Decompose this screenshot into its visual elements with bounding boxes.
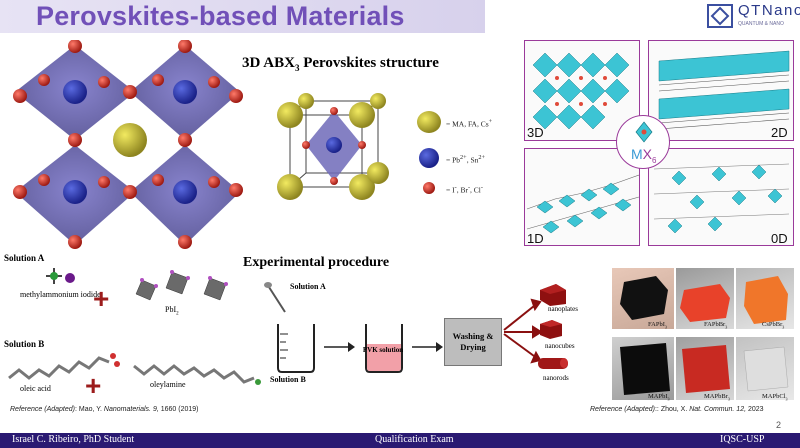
- logo-icon: [707, 4, 733, 28]
- beaker-pvk-solution-icon: [365, 324, 403, 373]
- page-number: 2: [776, 420, 782, 430]
- mx6-center-badge: MX6: [616, 115, 670, 169]
- arrow-to-washing: [412, 342, 443, 352]
- washing-drying-step: Washing & Drying: [444, 318, 502, 366]
- methylammonium-molecule-icon: [46, 268, 75, 284]
- panel-1d: 1D: [524, 148, 640, 246]
- panel-2d-label: 2D: [771, 125, 788, 140]
- experimental-heading: Experimental procedure: [243, 255, 390, 270]
- 3d-network-image: [532, 52, 630, 130]
- panel-2d: 2D: [648, 40, 794, 141]
- caption-fapbi3: FAPbI3: [648, 321, 667, 330]
- legend-a-site: = MA, FA, Cs+: [446, 118, 493, 129]
- caption-mapbi3: MAPbI3: [648, 393, 670, 402]
- photo-mapbbr3: [676, 337, 734, 400]
- octahedron-icon: [635, 121, 653, 143]
- panel-3d: 3D: [524, 40, 640, 141]
- solution-a-title: Solution A: [4, 253, 45, 263]
- nanocubes-label: nanocubes: [545, 342, 575, 350]
- 1d-chains-image: [526, 174, 639, 234]
- structure-heading: 3D ABX3 Perovskites structure: [242, 55, 439, 73]
- pipette-icon: [264, 282, 286, 313]
- caption-cspbbr3: CsPbBr3: [762, 321, 785, 330]
- reference-right: Reference (Adapted):: Zhou, X. Nat. Comm…: [590, 406, 764, 413]
- mx6-label: MX6: [631, 146, 657, 165]
- photo-mapbi3: [612, 337, 674, 400]
- caption-mapbbr3: MAPbBr3: [704, 393, 730, 402]
- footer-bar: Israel C. Ribeiro, PhD Student Qualifica…: [0, 433, 800, 448]
- perovskite-lattice-image: [13, 40, 243, 249]
- 2d-layers-image: [658, 50, 790, 130]
- reagent-oleic-acid: oleic acid: [20, 384, 51, 393]
- product-arrows: [503, 298, 542, 364]
- oleylamine-molecule-icon: [133, 364, 261, 385]
- legend-b-site: = Pb2+, Sn2+: [446, 154, 486, 165]
- beaker-solution-b-icon: [277, 324, 315, 373]
- panel-3d-label: 3D: [527, 125, 544, 140]
- reagent-methylammonium-iodide: methylammonium iodide: [20, 290, 101, 299]
- reference-left: Reference (Adapted): Mao, Y. Nanomateria…: [10, 406, 199, 413]
- photo-fapbbr3: [676, 268, 734, 329]
- procedure-solution-a-label: Solution A: [290, 282, 326, 291]
- 0d-clusters-image: [653, 163, 790, 234]
- unit-cell-image: [277, 93, 389, 200]
- footer-institution: IQSC-USP: [720, 434, 765, 445]
- nanocubes-icon: [540, 320, 562, 339]
- panel-1d-label: 1D: [527, 231, 544, 246]
- panel-0d: 0D: [648, 148, 794, 246]
- slide-title: Perovskites-based Materials: [36, 1, 405, 31]
- panel-0d-label: 0D: [771, 231, 788, 246]
- header: Perovskites-based Materials QTNano QUANT…: [0, 0, 800, 36]
- footer-event: Qualification Exam: [375, 434, 454, 445]
- title-band: [0, 0, 485, 33]
- nanoplates-label: nanoplates: [548, 305, 578, 313]
- photo-fapbi3: [612, 268, 674, 329]
- pbi2-octahedra-icon: [135, 270, 228, 301]
- nanorods-icon: [538, 358, 568, 369]
- arrow-to-pvk: [324, 342, 355, 352]
- pvk-solution-label: PVK solution: [362, 346, 404, 354]
- plus-sign-b: +: [85, 370, 102, 401]
- logo-subtext: QUANTUM & NANO: [738, 21, 784, 27]
- solution-b-title: Solution B: [4, 339, 45, 349]
- qtnano-logo: QTNano QUANTUM & NANO: [707, 2, 800, 34]
- nanorods-label: nanorods: [543, 374, 569, 382]
- caption-mapbcl3: MAPbCl3: [762, 393, 788, 402]
- procedure-solution-b-label: Solution B: [270, 375, 306, 384]
- legend-x-site: = I-, Br-, Cl-: [446, 184, 483, 195]
- plus-sign-a: +: [93, 283, 110, 314]
- nanoplates-icon: [540, 284, 566, 306]
- legend-swatches: [417, 111, 441, 194]
- reagent-oleylamine: oleylamine: [150, 380, 186, 389]
- oleic-acid-molecule-icon: [8, 353, 120, 380]
- caption-fapbbr3: FAPbBr3: [704, 321, 728, 330]
- logo-text: QTNano: [738, 2, 800, 19]
- footer-author: Israel C. Ribeiro, PhD Student: [12, 434, 135, 445]
- reagent-pbi2: PbI2: [165, 305, 179, 317]
- photo-mapbcl3: [736, 337, 794, 400]
- photo-cspbbr3: [736, 268, 794, 329]
